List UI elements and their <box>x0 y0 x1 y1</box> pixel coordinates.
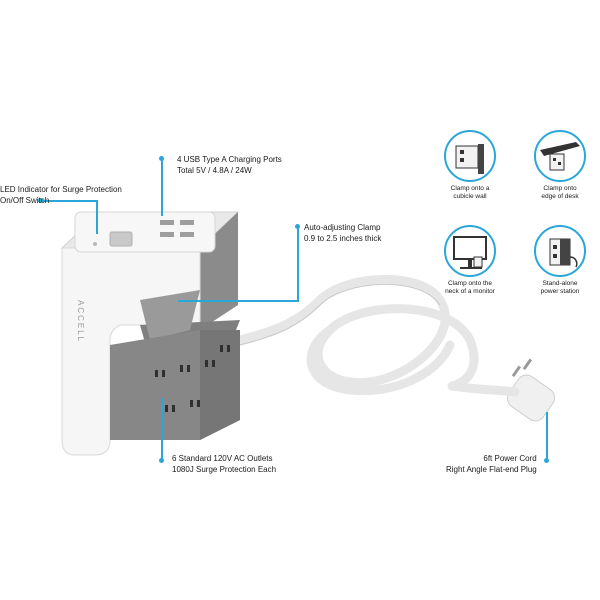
usage-standalone: Stand-alone power station <box>530 225 590 296</box>
clamp-callout-line-v <box>297 228 299 302</box>
led-callout-line-h <box>42 200 98 202</box>
clamp-callout-line-h <box>178 300 298 302</box>
led-callout-line2: On/Off Switch <box>0 196 50 205</box>
led-callout-dot <box>38 198 43 203</box>
usb-callout-line <box>161 160 163 216</box>
outlets-callout-dot <box>159 458 164 463</box>
clamp-callout: Auto-adjusting Clamp 0.9 to 2.5 inches t… <box>304 222 381 244</box>
outlets-callout-line1: 6 Standard 120V AC Outlets <box>172 454 273 463</box>
standalone-station-icon <box>534 225 586 277</box>
usage-monitor-line2: neck of a monitor <box>445 288 495 295</box>
usage-cubicle-wall: Clamp onto a cubicle wall <box>440 130 500 201</box>
led-callout: LED Indicator for Surge Protection On/Of… <box>0 184 122 206</box>
clamp-callout-line2: 0.9 to 2.5 inches thick <box>304 234 382 243</box>
usage-desk-edge: Clamp onto edge of desk <box>530 130 590 201</box>
led-callout-line-v <box>96 200 98 234</box>
outlets-callout-line2: 1080J Surge Protection Each <box>172 465 277 474</box>
cord-callout: 6ft Power Cord Right Angle Flat-end Plug <box>446 453 537 475</box>
usb-callout-line2: Total 5V / 4.8A / 24W <box>177 166 252 175</box>
usage-cubicle-line1: Clamp onto a <box>450 185 490 192</box>
cord-callout-dot <box>544 458 549 463</box>
usage-standalone-line2: power station <box>540 288 580 295</box>
cubicle-wall-icon <box>444 130 496 182</box>
usb-callout-line1: 4 USB Type A Charging Ports <box>177 155 282 164</box>
usb-callout-dot <box>159 156 164 161</box>
cord-callout-line2: Right Angle Flat-end Plug <box>446 465 537 474</box>
usage-monitor-line1: Clamp onto the <box>447 280 493 287</box>
power-cord <box>235 274 479 396</box>
usage-cubicle-line2: cubicle wall <box>453 193 487 200</box>
brand-logo: ACCELL <box>76 300 85 343</box>
power-plug <box>447 358 556 422</box>
monitor-neck-icon <box>444 225 496 277</box>
usage-desk-line1: Clamp onto <box>543 185 577 192</box>
clamp-callout-line1: Auto-adjusting Clamp <box>304 223 381 232</box>
outlets-callout-line <box>161 398 163 462</box>
cord-callout-line <box>546 412 548 462</box>
usb-callout: 4 USB Type A Charging Ports Total 5V / 4… <box>177 154 282 176</box>
led-callout-line1: LED Indicator for Surge Protection <box>0 185 122 194</box>
power-station-body: ACCELL <box>60 211 240 456</box>
desk-edge-icon <box>534 130 586 182</box>
cord-callout-line1: 6ft Power Cord <box>483 454 537 463</box>
outlets-callout: 6 Standard 120V AC Outlets 1080J Surge P… <box>172 453 276 475</box>
usage-standalone-line1: Stand-alone <box>542 280 578 287</box>
clamp-callout-dot <box>295 224 300 229</box>
usage-monitor-neck: Clamp onto the neck of a monitor <box>440 225 500 296</box>
usage-desk-line2: edge of desk <box>541 193 579 200</box>
